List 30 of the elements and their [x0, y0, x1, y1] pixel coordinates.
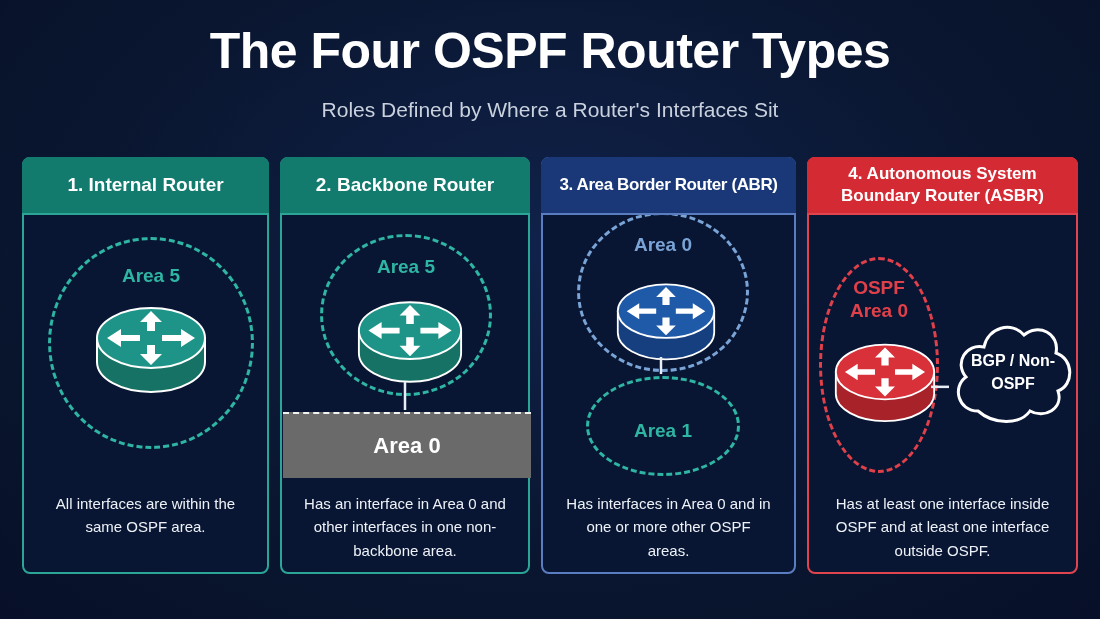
card-title: 4. Autonomous System Boundary Router (ASBR) [807, 157, 1078, 215]
card-title: 2. Backbone Router [280, 157, 530, 215]
area-label: Area 0 [632, 234, 694, 257]
area-boundary [819, 257, 939, 473]
area-boundary [586, 376, 740, 476]
router-type-card [541, 157, 796, 574]
area-label: OSPF Area 0 [848, 277, 910, 323]
connector-line [403, 382, 407, 410]
card-description: Has at least one interface inside OSPF and at least one interface outside OSPF. [834, 494, 1051, 561]
area-label: Area 5 [120, 265, 182, 288]
router-type-card [280, 157, 530, 574]
card-description: All interfaces are within the same OSPF area. [54, 494, 237, 538]
backbone-area-band [283, 412, 531, 478]
connector-line [659, 357, 663, 374]
card-description: Has an interface in Area 0 and other interfaces in one non-backbone area. [303, 494, 507, 561]
area-boundary [320, 234, 492, 396]
subtitle: Roles Defined by Where a Router's Interfaces Sit [321, 98, 779, 122]
router-icon [834, 341, 936, 423]
router-type-card [807, 157, 1078, 574]
router-type-card [22, 157, 269, 574]
title: The Four OSPF Router Types [209, 22, 891, 80]
connector-line [931, 385, 949, 389]
area-boundary [48, 237, 254, 449]
cloud-label: BGP / Non-OSPF [969, 351, 1057, 395]
card-description: Has interfaces in Area 0 and in one or more other OSPF areas. [565, 494, 772, 561]
area-label: Area 5 [375, 256, 437, 279]
area-label: Area 0 [373, 433, 441, 459]
card-title: 3. Area Border Router (ABR) [541, 157, 796, 215]
area-label: Area 1 [632, 420, 694, 443]
card-title: 1. Internal Router [22, 157, 269, 215]
